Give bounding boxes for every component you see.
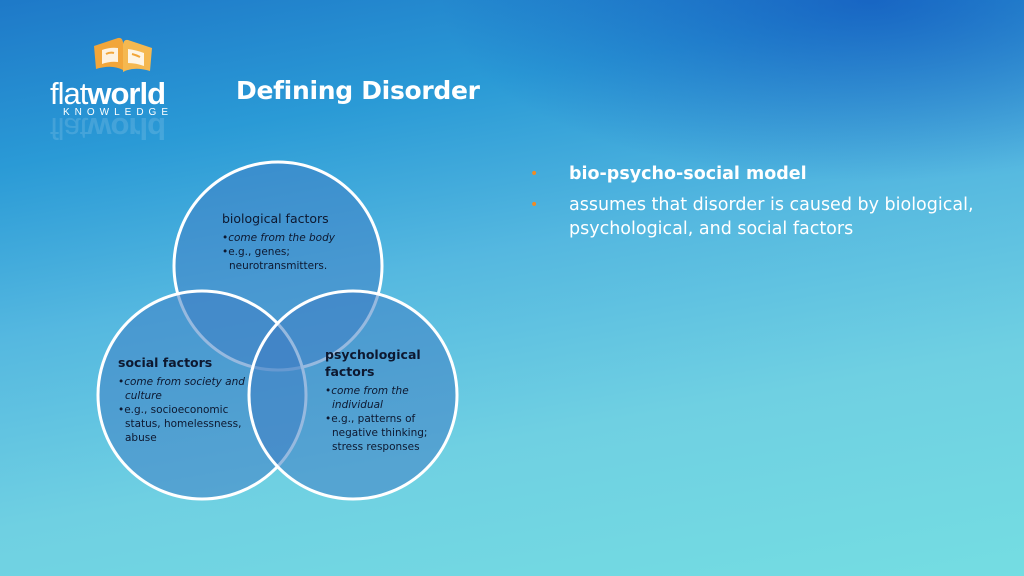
psychological-item-text: e.g., patterns of [331, 413, 416, 425]
social-item-text: e.g., socioeconomic [124, 404, 229, 416]
psychological-item: •e.g., patterns of [325, 413, 416, 425]
bullet-item: • assumes that disorder is caused by bio… [530, 193, 1000, 241]
slide-title: Defining Disorder [236, 76, 480, 105]
psychological-item-text: come from the [331, 385, 409, 397]
bullet-list: • bio-psycho-social model • assumes that… [530, 162, 1000, 248]
biological-heading: biological factors [222, 211, 329, 226]
biological-item: •come from the body [222, 232, 335, 244]
social-factors-text: social factors •come from society and cu… [118, 354, 253, 445]
bullet-item: • bio-psycho-social model [530, 162, 1000, 186]
logo-word-world: world [87, 76, 166, 111]
bullet-dot-icon: • [530, 166, 539, 182]
psychological-item-cont: stress responses [332, 441, 420, 453]
bullet-dot-icon: • [530, 197, 539, 213]
flat-world-logo: flatworld KNOWLEDGE flatworld [50, 36, 190, 146]
logo-subtitle: KNOWLEDGE [63, 107, 174, 118]
social-item-cont: abuse [125, 432, 157, 444]
biological-item-cont: neurotransmitters. [229, 260, 328, 272]
bullet-text: bio-psycho-social model [569, 164, 807, 184]
social-item: •come from society and [118, 376, 245, 388]
social-heading: social factors [118, 355, 213, 370]
psychological-item-cont: negative thinking; [332, 427, 428, 439]
psychological-heading-line1: psychological [325, 347, 421, 362]
social-item-cont: status, homelessness, [125, 418, 242, 430]
social-item: •e.g., socioeconomic [118, 404, 229, 416]
psychological-item: •come from the [325, 385, 409, 397]
bullet-text: assumes that disorder is caused by biolo… [569, 195, 974, 239]
psychological-factors-text: psychological factors •come from the ind… [325, 346, 445, 454]
open-book-icon [94, 37, 152, 72]
psychological-circle [247, 289, 459, 501]
logo-wordmark: flatworld [50, 76, 166, 112]
social-item-text: come from society and [124, 376, 245, 388]
psychological-heading-line2: factors [325, 364, 375, 379]
biological-factors-text: biological factors •come from the body •… [222, 210, 347, 273]
psychological-heading: psychological [325, 346, 445, 363]
biological-item-text: come from the body [228, 232, 335, 244]
biological-item-text: e.g., genes; [228, 246, 290, 258]
social-item-cont: culture [125, 390, 162, 402]
biological-item: •e.g., genes; [222, 246, 290, 258]
psychological-item-cont: individual [332, 399, 383, 411]
logo-word-flat: flat [50, 76, 88, 111]
